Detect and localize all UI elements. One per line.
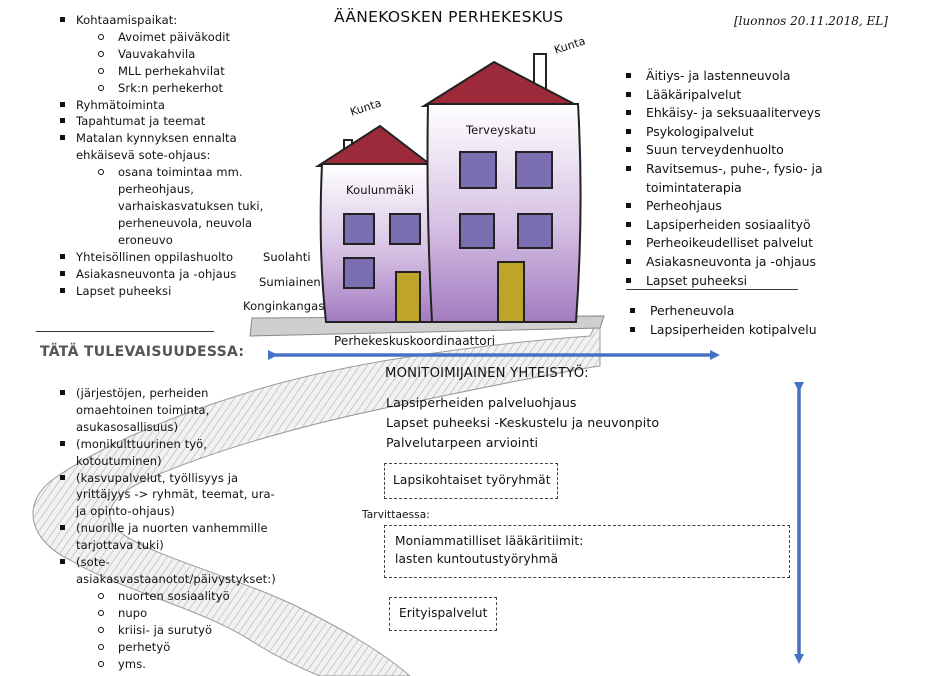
list-item: Perheohjaus [622,197,922,216]
medical-teams-line2: lasten kuntoutustyöryhmä [395,552,559,566]
list-item: Perheneuvola [626,302,886,321]
list-item-text: (järjestöjen, perheiden omaehtoinen toim… [76,386,210,434]
sub-list-item: osana toimintaa mm. perheohjaus, varhais… [96,164,266,249]
list-item-text: Lapset puheeksi [76,283,172,298]
sub-list-item: nupo [96,605,286,622]
list-item: Ravitsemus-, puhe-, fysio- ja toimintate… [622,160,922,197]
list-item-text: Tapahtumat ja teemat [76,114,206,129]
list-item: Psykologipalvelut [622,123,922,142]
multi-item: Lapset puheeksi -Keskustelu ja neuvonpit… [386,415,660,430]
list-item: Asiakasneuvonta ja -ohjaus [56,266,266,283]
list-item-text: (nuorille ja nuorten vanhemmille tarjott… [76,521,268,553]
medical-teams-line1: Moniammatilliset lääkäritiimit: [395,534,584,548]
multi-actor-heading: MONITOIMIJAINEN YHTEISTYÖ: [385,366,589,381]
sub-list-item: Avoimet päiväkodit [96,29,266,46]
list-item-text: (kasvupalvelut, työllisyys ja yrittäjyys… [76,470,275,519]
list-item: Suun terveydenhuolto [622,141,922,160]
draft-note: [luonnos 20.11.2018, EL] [734,14,888,28]
sub-list-item: perhetyö [96,639,286,656]
list-item: Yhteisöllinen oppilashuolto [56,249,266,266]
list-item: Lääkäripalvelut [622,86,922,105]
list-item: Lapsiperheiden kotipalvelu [626,321,886,340]
multi-actor-items: Lapsiperheiden palveluohjaus Lapset puhe… [386,393,659,453]
diagram-title: ÄÄNEKOSKEN PERHEKESKUS [334,8,564,26]
location-suolahti: Suolahti [263,250,311,264]
list-item-text: Asiakasneuvonta ja -ohjaus [76,266,237,281]
list-item: Äitiys- ja lastenneuvola [622,67,922,86]
future-service-list: (järjestöjen, perheiden omaehtoinen toim… [56,385,286,672]
multi-item: Palvelutarpeen arviointi [386,435,539,450]
list-item-text: (sote-asiakasvastaanotot/päivystykset:) [76,555,276,586]
list-item: Lapsiperheiden sosiaalityö [622,216,922,235]
list-item: Perheoikeudelliset palvelut [622,234,922,253]
list-item: Matalan kynnyksen ennalta ehkäisevä sote… [56,130,266,248]
list-item-text: Matalan kynnyksen ennalta ehkäisevä sote… [76,131,237,163]
list-item-text: Kohtaamispaikat: [76,13,178,27]
road-shape [32,315,601,676]
right-building [420,53,582,323]
left-building-label: Koulunmäki [346,183,415,197]
list-item: Ehkäisy- ja seksuaaliterveys [622,104,922,123]
location-konginkangas: Konginkangas [243,299,325,313]
sub-list-item: Srk:n perhekerhot [96,80,266,97]
sub-list-item: yms. [96,656,286,673]
sub-list-item: Vauvakahvila [96,46,266,63]
child-groups-box: Lapsikohtaiset työryhmät [384,463,558,499]
sub-list-item: nuorten sosiaalityö [96,588,286,605]
sub-list: osana toimintaa mm. perheohjaus, varhais… [96,164,266,249]
list-item: Asiakasneuvonta ja -ohjaus [622,253,922,272]
list-item-text: Yhteisöllinen oppilashuolto [76,249,234,264]
future-heading: TÄTÄ TULEVAISUUDESSA: [40,344,245,360]
child-groups-label: Lapsikohtaiset työryhmät [393,473,551,487]
right-separator [626,289,798,290]
as-needed-label: Tarvittaessa: [362,509,430,521]
list-item: Ryhmätoiminta [56,97,266,114]
left-separator [36,331,214,332]
coordinator-label: Perhekeskuskoordinaattori [334,334,496,348]
location-sumiainen: Sumiainen [259,275,321,289]
right-building-label: Terveyskatu [466,123,536,137]
list-item: (monikulttuurinen työ, kotoutuminen) [56,436,286,470]
list-item: (kasvupalvelut, työllisyys ja yrittäjyys… [56,470,286,521]
list-item-text: Ryhmätoiminta [76,97,165,112]
sub-list-item: kriisi- ja surutyö [96,622,286,639]
multi-item: Lapsiperheiden palveluohjaus [386,395,577,410]
medical-teams-box: Moniammatilliset lääkäritiimit: lasten k… [384,525,790,578]
special-services-box: Erityispalvelut [389,597,497,631]
special-services-label: Erityispalvelut [399,606,488,620]
list-item: (järjestöjen, perheiden omaehtoinen toim… [56,385,286,436]
list-item: Lapset puheeksi [56,283,266,300]
sub-list-item: MLL perhekahvilat [96,63,266,80]
list-item: Tapahtumat ja teemat [56,113,266,130]
list-item: Lapset puheeksi [622,272,922,291]
list-item-text: (monikulttuurinen työ, kotoutuminen) [76,436,208,468]
left-building [314,124,435,323]
list-item: (sote-asiakasvastaanotot/päivystykset:)n… [56,554,286,672]
list-item: (nuorille ja nuorten vanhemmille tarjott… [56,520,286,554]
